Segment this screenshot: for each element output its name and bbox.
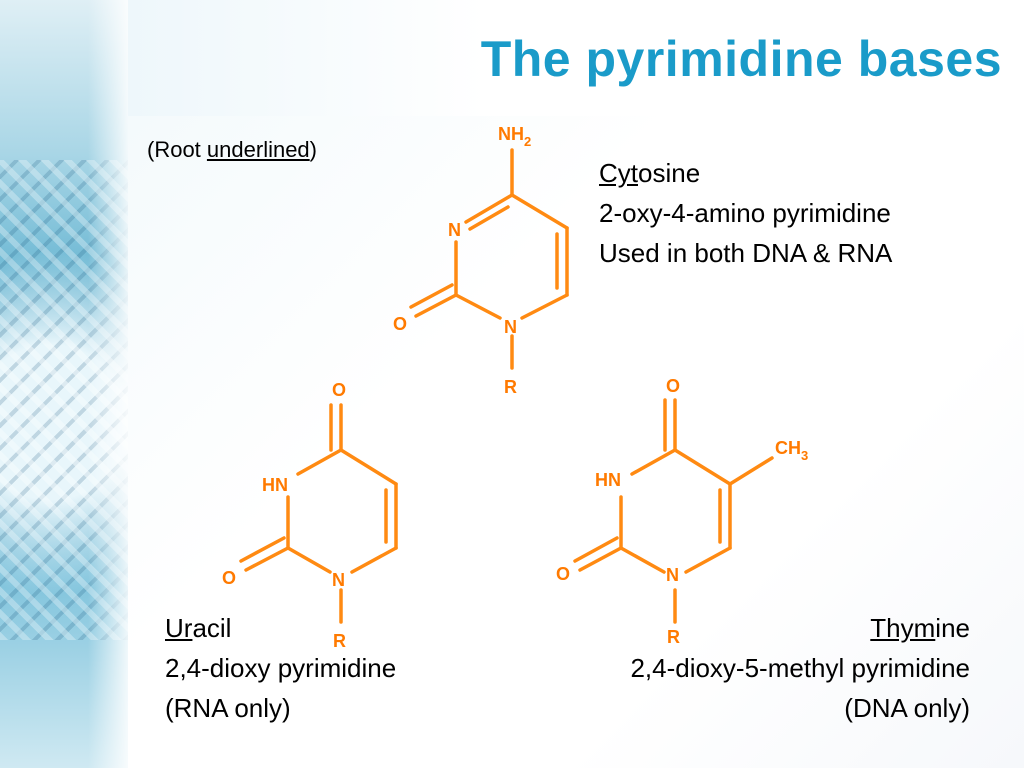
uracil-root: Ur — [165, 613, 193, 643]
uracil-o-top: O — [332, 380, 346, 400]
uracil-chemical-name: 2,4-dioxy pyrimidine — [165, 653, 397, 683]
cytosine-o: O — [393, 314, 407, 334]
thymine-name-rest: ine — [935, 613, 970, 643]
cytosine-usage: Used in both DNA & RNA — [599, 238, 893, 268]
cytosine-n3: N — [448, 220, 461, 240]
uracil-hn: HN — [262, 475, 288, 495]
uracil-usage: (RNA only) — [165, 693, 291, 723]
thymine-structure: O CH3 HN N O R — [556, 376, 808, 647]
thymine-o-top: O — [666, 376, 680, 396]
note-suffix: ) — [309, 137, 317, 162]
root-note: (Root underlined) — [147, 133, 317, 167]
slide-title: The pyrimidine bases — [480, 31, 1002, 87]
thymine-r: R — [667, 627, 680, 647]
uracil-o: O — [222, 568, 236, 588]
thymine-chemical-name: 2,4-dioxy-5-methyl pyrimidine — [630, 653, 970, 683]
content-area — [128, 116, 1024, 768]
note-prefix: (Root — [147, 137, 207, 162]
thymine-hn: HN — [595, 470, 621, 490]
thymine-ch3: CH3 — [775, 438, 808, 463]
thymine-n1: N — [666, 565, 679, 585]
uracil-name-rest: acil — [192, 613, 232, 643]
uracil-n1: N — [332, 570, 345, 590]
title-band — [128, 0, 1024, 116]
cytosine-chemical-name: 2-oxy-4-amino pyrimidine — [599, 198, 891, 228]
cytosine-name-rest: osine — [638, 158, 701, 188]
decorative-background-band — [0, 0, 128, 768]
thymine-name: Thymine — [630, 608, 970, 648]
cytosine-name: Cytosine — [599, 153, 892, 193]
cytosine-r: R — [504, 377, 517, 397]
thymine-usage: (DNA only) — [844, 693, 970, 723]
thymine-root: Thym — [870, 613, 936, 643]
cytosine-n1: N — [504, 317, 517, 337]
cytosine-root: Cyt — [599, 158, 638, 188]
cytosine-structure: NH2 N N O R — [393, 124, 569, 397]
cytosine-nh2: NH2 — [498, 124, 531, 149]
uracil-structure: O HN N O R — [222, 380, 398, 651]
band-fade — [88, 0, 128, 768]
note-underlined: underlined — [206, 137, 310, 162]
uracil-name: Uracil — [165, 608, 396, 648]
thymine-description: Thymine 2,4-dioxy-5-methyl pyrimidine (D… — [630, 608, 970, 728]
uracil-r: R — [333, 631, 346, 651]
thymine-o: O — [556, 564, 570, 584]
uracil-description: Uracil 2,4-dioxy pyrimidine (RNA only) — [165, 608, 396, 728]
cytosine-description: Cytosine 2-oxy-4-amino pyrimidine Used i… — [599, 153, 892, 273]
